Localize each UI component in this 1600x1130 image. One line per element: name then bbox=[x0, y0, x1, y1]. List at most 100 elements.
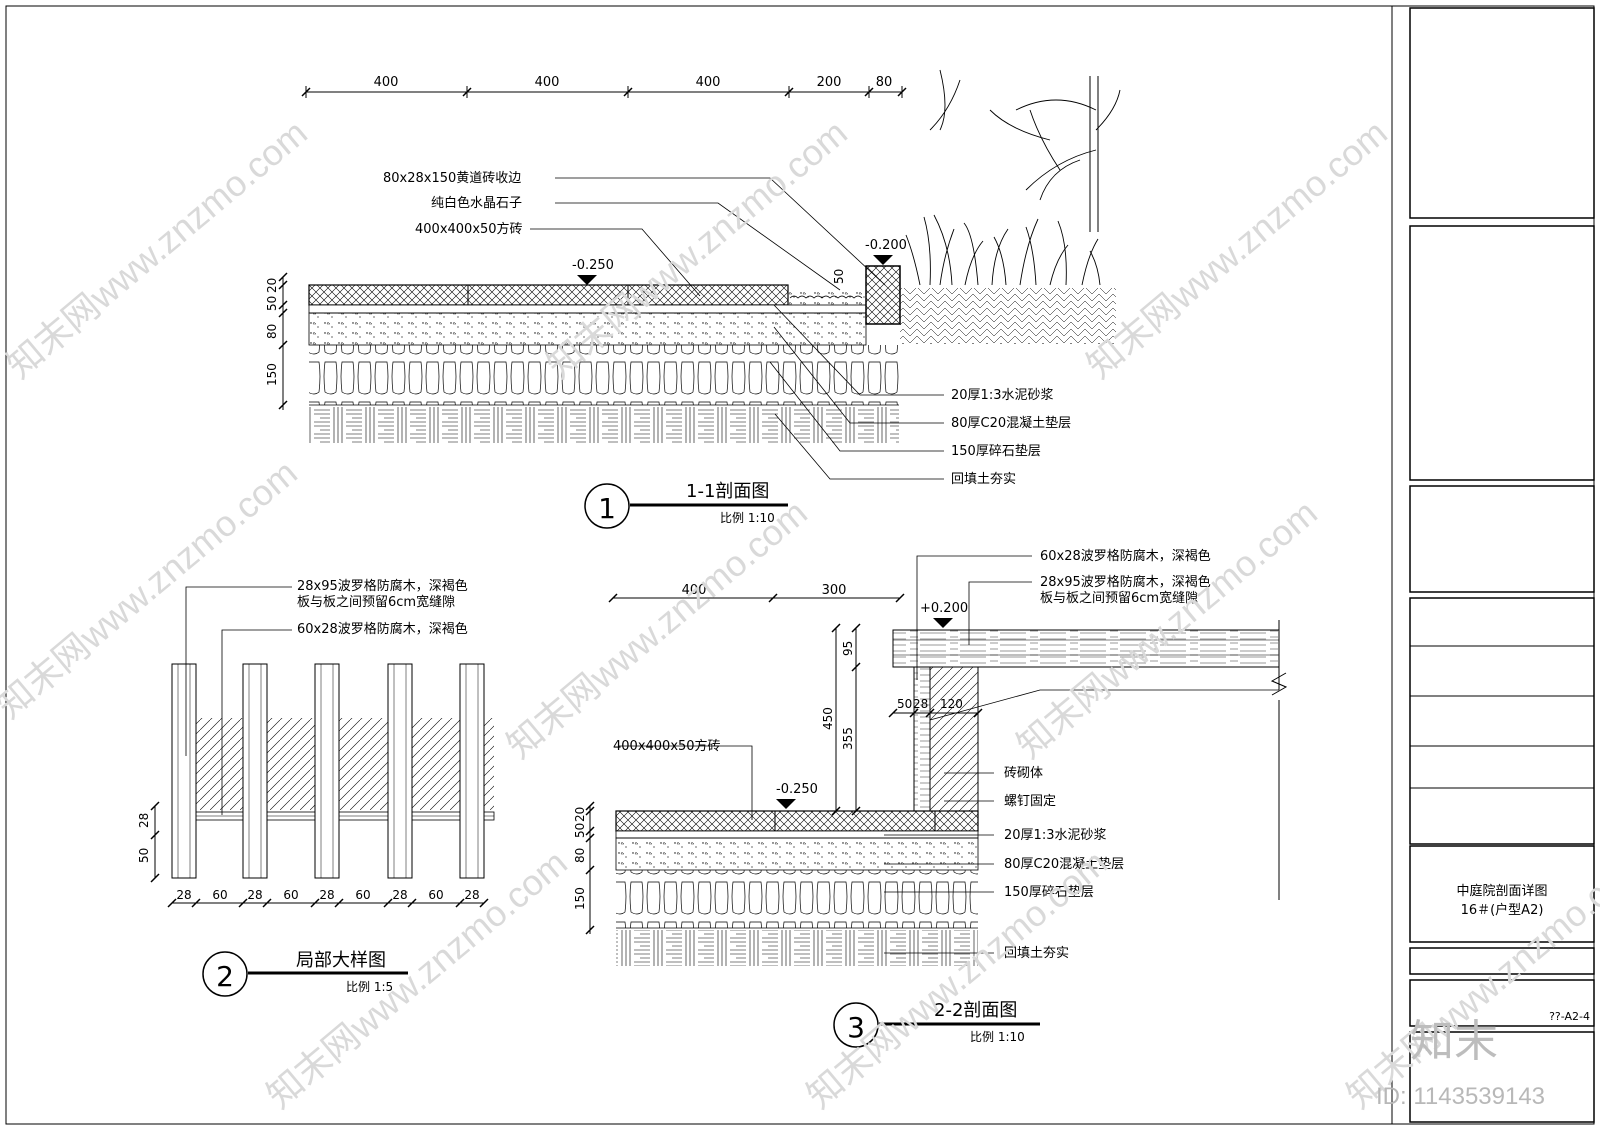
dim-d2-b4: 60 bbox=[283, 888, 298, 902]
label-board-2a: 28x95波罗格防腐木，深褐色 bbox=[297, 578, 468, 594]
dim-wall-50: 50 bbox=[897, 697, 912, 711]
section-1-scale: 比例 1:10 bbox=[720, 511, 775, 525]
dim-95: 95 bbox=[841, 641, 855, 656]
paving-tile-2 bbox=[615, 810, 979, 832]
brick-wall bbox=[929, 666, 979, 812]
paving-tile-layer bbox=[308, 284, 789, 306]
section-3-number: 3 bbox=[847, 1011, 865, 1044]
dim-d2-b6: 60 bbox=[355, 888, 370, 902]
section-3-number-circle bbox=[833, 1002, 879, 1048]
watermark-site: 知末网www.znzmo.com bbox=[1009, 492, 1325, 766]
plant-grass bbox=[905, 69, 1121, 286]
gravel-layer-2 bbox=[616, 870, 978, 928]
detail-2-number-circle bbox=[202, 951, 248, 997]
dim-80: 80 bbox=[876, 75, 893, 90]
label-screw: 螺钉固定 bbox=[1004, 794, 1056, 809]
dim-400-c: 400 bbox=[696, 75, 721, 90]
dim-150: 150 bbox=[265, 363, 279, 386]
elev-2-paving: -0.250 bbox=[776, 782, 818, 797]
label-concrete: 80厚C20混凝土垫层 bbox=[951, 415, 1071, 431]
watermark-site: 知末网www.znzmo.com bbox=[259, 842, 575, 1116]
elev-2-deck: +0.200 bbox=[920, 601, 968, 616]
label-board-3b: 板与板之间预留6cm宽缝隙 bbox=[1040, 590, 1198, 606]
detail-2-scale: 比例 1:5 bbox=[346, 980, 393, 994]
section-1-1: 400 400 400 200 80 20 50 80 150 50 bbox=[265, 69, 1121, 529]
detail-2-number: 2 bbox=[216, 960, 234, 993]
elev-1-paving: -0.250 bbox=[572, 258, 614, 273]
label-pebble: 纯白色水晶石子 bbox=[431, 195, 522, 211]
watermark-site: 知末网www.znzmo.com bbox=[499, 492, 815, 766]
dim-d2-28: 28 bbox=[137, 813, 151, 828]
dim-400-a: 400 bbox=[374, 75, 399, 90]
dim-450: 450 bbox=[821, 707, 835, 730]
watermark-id: ID: 1143539143 bbox=[1376, 1083, 1545, 1110]
watermark-site: 知末网www.znzmo.com bbox=[1339, 842, 1600, 1116]
section-1-number-circle bbox=[584, 483, 630, 529]
unit-name: 16＃(户型A2) bbox=[1461, 902, 1544, 918]
watermark-brand: 知末 bbox=[1410, 1016, 1498, 1067]
concrete-layer-2 bbox=[615, 837, 979, 871]
label-fill-3: 回填土夯实 bbox=[1004, 946, 1069, 961]
dim-2-80: 80 bbox=[573, 848, 587, 863]
concrete-layer bbox=[308, 312, 867, 346]
section-1-title: 1-1剖面图 bbox=[686, 481, 769, 502]
label-joist-3: 60x28波罗格防腐木，深褐色 bbox=[1040, 548, 1211, 564]
label-concrete-3: 80厚C20混凝土垫层 bbox=[1004, 856, 1124, 872]
dim-d2-b2: 60 bbox=[212, 888, 227, 902]
curb-brick bbox=[865, 265, 901, 325]
dim-curb-50: 50 bbox=[832, 269, 846, 284]
dim-2-400: 400 bbox=[682, 583, 707, 598]
dim-200: 200 bbox=[817, 75, 842, 90]
label-curb-brick: 80x28x150黄道砖收边 bbox=[383, 171, 521, 186]
section-1-number: 1 bbox=[598, 492, 616, 525]
label-fill: 回填土夯实 bbox=[951, 472, 1016, 487]
dim-d2-b9: 28 bbox=[464, 888, 479, 902]
soil-layer-2 bbox=[616, 930, 978, 966]
dim-80-left: 80 bbox=[265, 324, 279, 339]
deck-board bbox=[892, 629, 1280, 668]
dim-wall-28: 28 bbox=[913, 697, 928, 711]
section-3-title: 2-2剖面图 bbox=[934, 1000, 1017, 1021]
elev-1-curb: -0.200 bbox=[865, 238, 907, 253]
sheet-number: ??-A2-4 bbox=[1549, 1010, 1590, 1023]
label-mortar: 20厚1:3水泥砂浆 bbox=[951, 388, 1053, 403]
dim-355: 355 bbox=[841, 727, 855, 750]
drawing-name: 中庭院剖面详图 bbox=[1456, 883, 1547, 899]
detail-2-title: 局部大样图 bbox=[296, 950, 386, 971]
label-joist-2: 60x28波罗格防腐木，深褐色 bbox=[297, 621, 468, 637]
dim-d2-b8: 60 bbox=[428, 888, 443, 902]
dim-d2-b3: 28 bbox=[247, 888, 262, 902]
label-brick: 砖砌体 bbox=[1004, 766, 1043, 781]
label-gravel-3: 150厚碎石垫层 bbox=[1004, 884, 1094, 900]
dim-d2-50: 50 bbox=[137, 848, 151, 863]
dim-50: 50 bbox=[265, 296, 279, 311]
mortar-layer bbox=[308, 304, 867, 314]
dim-wall-120: 120 bbox=[940, 697, 963, 711]
label-tile-3: 400x400x50方砖 bbox=[613, 738, 721, 754]
planting-soil bbox=[900, 288, 1116, 344]
dim-d2-b1: 28 bbox=[176, 888, 191, 902]
section-3-scale: 比例 1:10 bbox=[970, 1030, 1025, 1044]
label-gravel: 150厚碎石垫层 bbox=[951, 443, 1041, 459]
dim-2-20: 20 bbox=[573, 807, 587, 822]
boards bbox=[171, 663, 485, 879]
detail-2: 28x95波罗格防腐木，深褐色 板与板之间预留6cm宽缝隙 60x28波罗格防腐… bbox=[137, 578, 495, 997]
dim-20: 20 bbox=[265, 278, 279, 293]
dim-400-b: 400 bbox=[535, 75, 560, 90]
label-board-2b: 板与板之间预留6cm宽缝隙 bbox=[297, 594, 455, 610]
section-2-2: 400 300 95 450 355 50 28 120 20 bbox=[573, 548, 1288, 1048]
soil-layer bbox=[309, 407, 899, 443]
label-mortar-3: 20厚1:3水泥砂浆 bbox=[1004, 828, 1106, 843]
gravel-layer bbox=[309, 345, 899, 405]
label-tile: 400x400x50方砖 bbox=[415, 221, 523, 237]
dim-2-300: 300 bbox=[822, 583, 847, 598]
dim-2-150: 150 bbox=[573, 887, 587, 910]
dim-d2-b7: 28 bbox=[392, 888, 407, 902]
watermark-site: 知末网www.znzmo.com bbox=[1079, 112, 1395, 386]
dim-2-50: 50 bbox=[573, 823, 587, 838]
watermark-site: 知末网www.znzmo.com bbox=[0, 112, 315, 386]
dim-d2-b5: 28 bbox=[319, 888, 334, 902]
label-board-3a: 28x95波罗格防腐木，深褐色 bbox=[1040, 574, 1211, 590]
wall-joist bbox=[913, 666, 931, 812]
